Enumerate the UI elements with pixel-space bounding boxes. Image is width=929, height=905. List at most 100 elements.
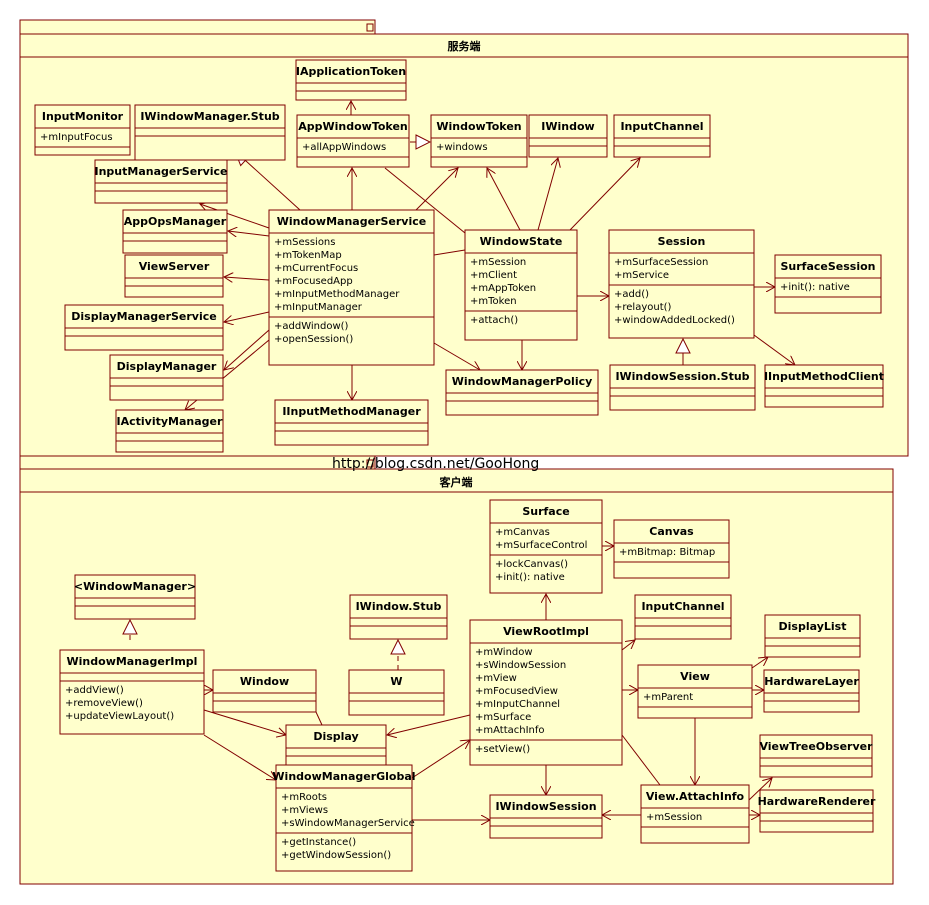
class-iwindow: IWindow [528,114,608,158]
class-input-channel-c: InputChannel [634,594,732,640]
class-name: InputChannel [620,120,703,133]
association-edge-31 [751,657,768,669]
class-box [122,209,228,254]
class-box [74,574,196,620]
class-attribute: +allAppWindows [302,142,386,153]
class-app-window-token: AppWindowToken +allAppWindows [296,114,410,168]
class-name: <WindowManager> [74,580,196,593]
association-edge-25 [753,334,795,365]
association-edge-16 [433,342,480,370]
class-attribute: +mInputFocus [40,132,113,143]
class-operation: +add() [614,289,649,300]
class-surface: Surface+mCanvas+mSurfaceControl+lockCanv… [489,499,603,594]
class-attribute: +mRoots [281,792,327,803]
class-attribute: +mFocusedApp [274,276,353,287]
class-box [134,104,286,161]
association-edge-20 [537,158,558,231]
association-edge-43 [203,734,276,780]
class-attribute: +mWindow [475,647,533,658]
class-name: WindowManagerPolicy [452,375,593,388]
class-view-attach-info: View.AttachInfo+mSession [640,784,750,844]
class-box [528,114,608,158]
class-box [763,669,860,713]
class-box [469,619,623,766]
association-edge-8 [415,168,458,211]
class-box [613,519,730,579]
class-display-manager-service: DisplayManagerService [64,304,224,351]
class-attribute: +mSessions [274,237,335,248]
class-name: Display [313,730,358,743]
class-name: IInputMethodClient [764,370,884,383]
class-operation: +attach() [470,315,518,326]
class-name: HardwareRenderer [758,795,876,808]
class-attribute: +mAppToken [470,283,536,294]
class-name: DisplayManager [117,360,217,373]
association-edge-9 [200,204,270,229]
class-name: Session [658,235,706,248]
class-name: DisplayManagerService [71,310,216,323]
association-edge-11 [224,277,270,280]
class-name: WindowToken [436,120,521,133]
class-app-ops-manager: AppOpsManager [122,209,228,254]
class-view-root-impl: ViewRootImpl+mWindow+sWindowSession+mVie… [469,619,623,766]
class-operation: +updateViewLayout() [65,711,174,722]
class-iapplication-token: IApplicationToken [295,59,407,101]
class-attribute: +mBitmap: Bitmap [619,547,715,558]
class-name: InputChannel [641,600,724,613]
class-box [212,669,317,713]
class-name: View.AttachInfo [646,790,745,803]
class-name: AppOpsManager [124,215,227,228]
class-name: ViewServer [139,260,210,273]
class-operation: +addWindow() [274,321,349,332]
watermark: http://blog.csdn.net/GooHong [332,456,539,472]
class-hardware-layer: HardwareLayer [763,669,860,713]
class-hardware-renderer: HardwareRenderer [758,789,876,833]
class-box [295,59,407,101]
association-edge-10 [228,231,270,236]
class-attribute: +mInputManager [274,302,363,313]
association-edge-21 [569,158,640,231]
association-edge-38 [387,714,471,735]
class-name: WindowManagerService [277,215,426,228]
package-server-title: 服务端 [448,39,481,53]
class-window-token: WindowToken+windows [430,114,528,168]
class-box [430,114,528,168]
class-box [613,114,711,158]
class-canvas: Canvas +mBitmap: Bitmap [613,519,730,579]
class-attribute: +mSurfaceControl [495,540,587,551]
class-window-manager-global: WindowManagerGlobal+mRoots+mViews+sWindo… [272,764,416,872]
class-name: Canvas [649,525,694,538]
class-window-state: WindowState+mSession+mClient+mAppToken+m… [464,229,578,341]
class-name: IApplicationToken [296,65,406,78]
class-view-tree-observer: ViewTreeObserver [759,734,873,778]
association-edge-44 [315,711,323,726]
class-name: Window [240,675,289,688]
class-box [764,364,884,408]
class-box [774,254,882,314]
class-iwindow-manager-stub: IWindowManager.Stub [134,104,286,161]
class-attribute: +mSurfaceSession [614,257,708,268]
class-name: AppWindowToken [298,120,408,133]
class-operation: +getInstance() [281,837,356,848]
class-box [640,784,750,844]
class-box [285,724,387,766]
class-display: Display [285,724,387,766]
class-attribute: +mClient [470,270,517,281]
class-input-manager-service: InputManagerService [94,159,228,204]
relationship-edges [130,101,795,820]
class-operation: +relayout() [614,302,672,313]
class-attribute: +mInputChannel [475,699,560,710]
class-iinput-method-manager: IInputMethodManager [274,399,429,446]
class-session: Session+mSurfaceSession+mService+add()+r… [608,229,755,339]
class-input-channel-s: InputChannel [613,114,711,158]
class-attribute: +mSession [470,257,526,268]
class-name: IWindowManager.Stub [140,110,279,123]
class-attribute: +mViews [281,805,328,816]
class-name: HardwareLayer [764,675,859,688]
class-attribute: +mParent [643,692,693,703]
generalization-edge-3 [235,151,301,211]
class-box [608,229,755,339]
class-name: InputMonitor [42,110,124,123]
class-operation: +openSession() [274,334,353,345]
